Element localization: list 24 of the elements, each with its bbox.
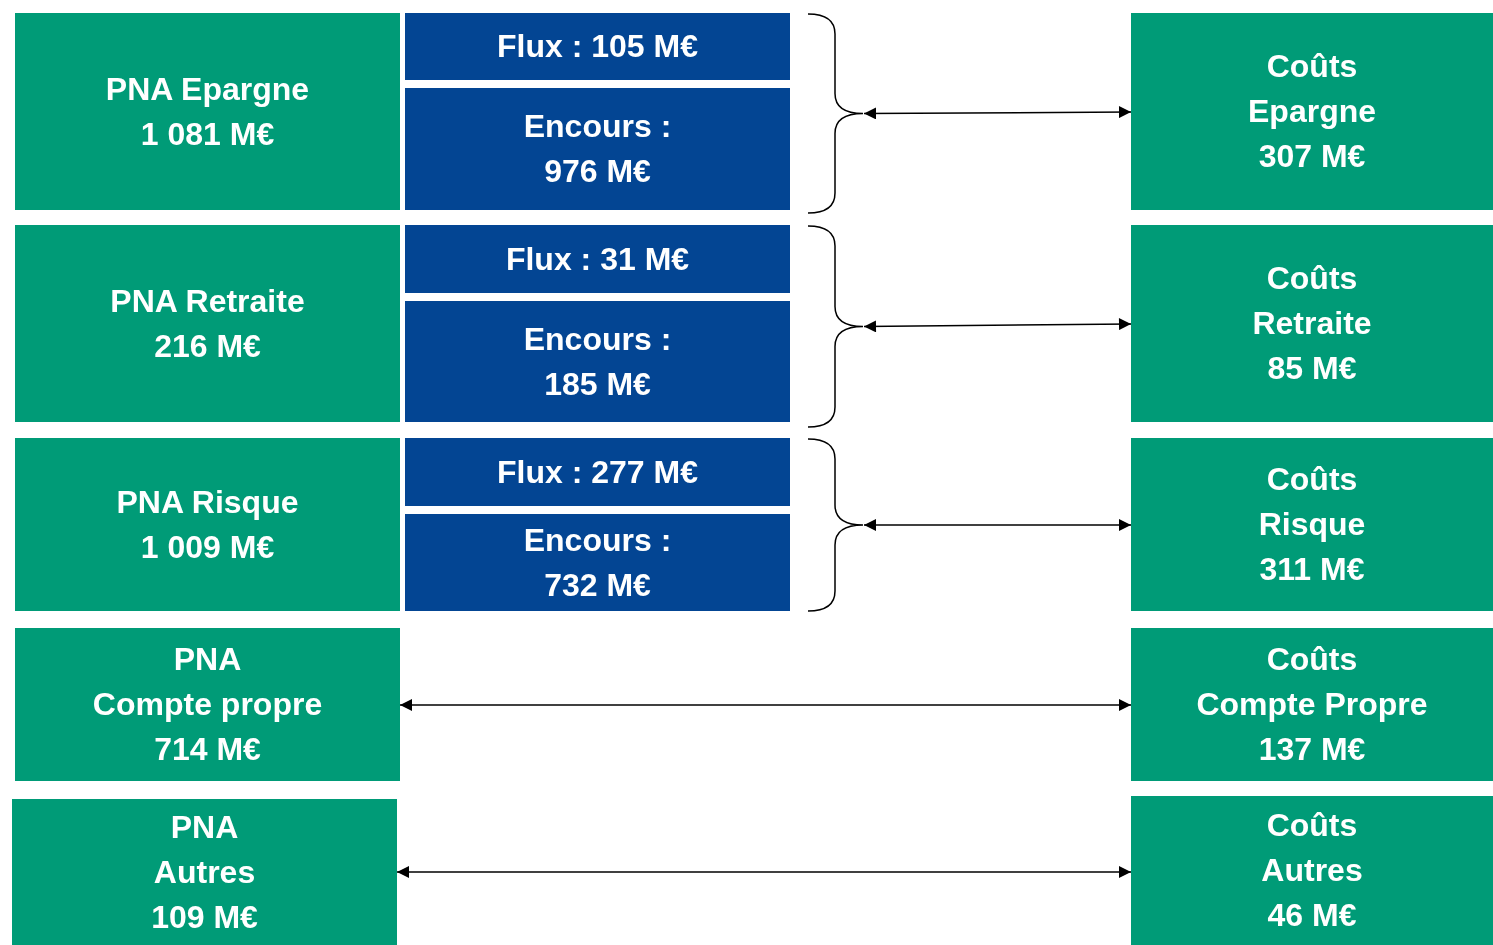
component-box: Flux : 31 M€ (405, 225, 790, 293)
cost-box: Coûts Retraite 85 M€ (1131, 225, 1493, 422)
revenue-box: PNA Retraite 216 M€ (15, 225, 400, 422)
double-arrow (863, 318, 1132, 333)
revenue-box: PNA Autres 109 M€ (12, 799, 397, 945)
revenue-box: PNA Epargne 1 081 M€ (15, 13, 400, 210)
double-arrow (399, 699, 1132, 711)
component-box: Flux : 105 M€ (405, 13, 790, 80)
double-arrow (396, 866, 1132, 878)
curly-brace (807, 438, 864, 612)
double-arrow (863, 106, 1132, 120)
component-box: Encours : 185 M€ (405, 301, 790, 422)
cost-box: Coûts Autres 46 M€ (1131, 796, 1493, 945)
cost-box: Coûts Epargne 307 M€ (1131, 13, 1493, 210)
curly-brace (807, 225, 864, 428)
component-box: Flux : 277 M€ (405, 438, 790, 506)
component-box: Encours : 732 M€ (405, 514, 790, 611)
cost-box: Coûts Risque 311 M€ (1131, 438, 1493, 611)
revenue-box: PNA Compte propre 714 M€ (15, 628, 400, 781)
curly-brace (807, 13, 864, 214)
double-arrow (863, 519, 1132, 531)
revenue-box: PNA Risque 1 009 M€ (15, 438, 400, 611)
cost-box: Coûts Compte Propre 137 M€ (1131, 628, 1493, 781)
component-box: Encours : 976 M€ (405, 88, 790, 210)
